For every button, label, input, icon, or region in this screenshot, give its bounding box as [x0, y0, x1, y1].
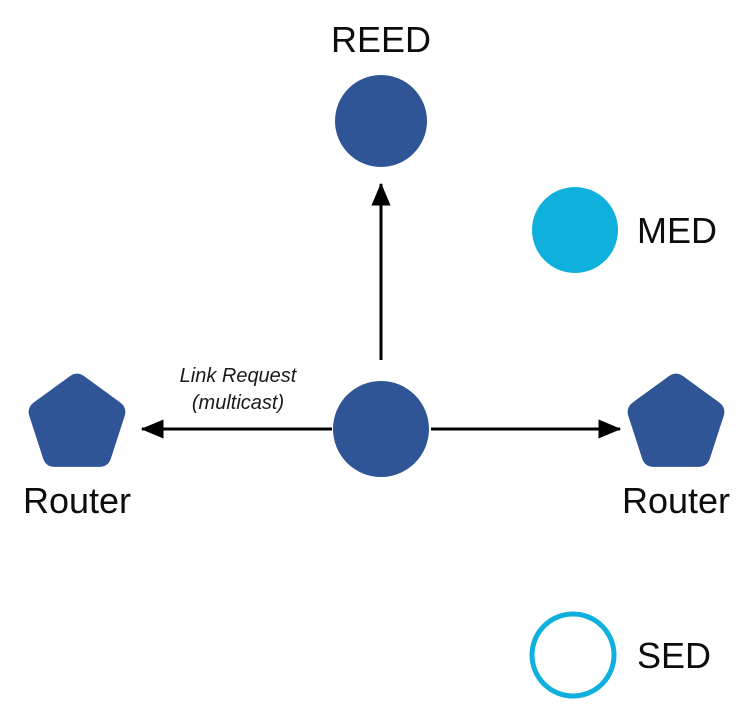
nodes-group: REED MED Router Router	[23, 19, 730, 699]
sed-label: SED	[637, 635, 711, 676]
node-router-right[interactable]: Router	[622, 373, 730, 521]
node-sed[interactable]: SED	[529, 611, 711, 699]
med-circle-icon[interactable]	[532, 187, 618, 273]
node-med[interactable]: MED	[532, 187, 717, 273]
edges-group	[140, 182, 622, 439]
sed-circle-outline-icon[interactable]	[529, 611, 617, 699]
reed-label: REED	[331, 19, 431, 60]
link-request-label-line-2: (multicast)	[192, 392, 284, 414]
edge-label-group: Link Request (multicast)	[180, 365, 298, 414]
node-leader[interactable]	[333, 381, 429, 477]
reed-circle-icon[interactable]	[335, 75, 427, 167]
router-right-pentagon-icon[interactable]	[627, 373, 725, 467]
router-left-label: Router	[23, 480, 131, 521]
med-label: MED	[637, 210, 717, 251]
link-request-label-line-1: Link Request	[180, 365, 298, 387]
node-reed[interactable]: REED	[331, 19, 431, 167]
leader-circle-icon[interactable]	[333, 381, 429, 477]
router-left-pentagon-icon[interactable]	[28, 373, 126, 467]
node-router-left[interactable]: Router	[23, 373, 131, 521]
router-right-label: Router	[622, 480, 730, 521]
